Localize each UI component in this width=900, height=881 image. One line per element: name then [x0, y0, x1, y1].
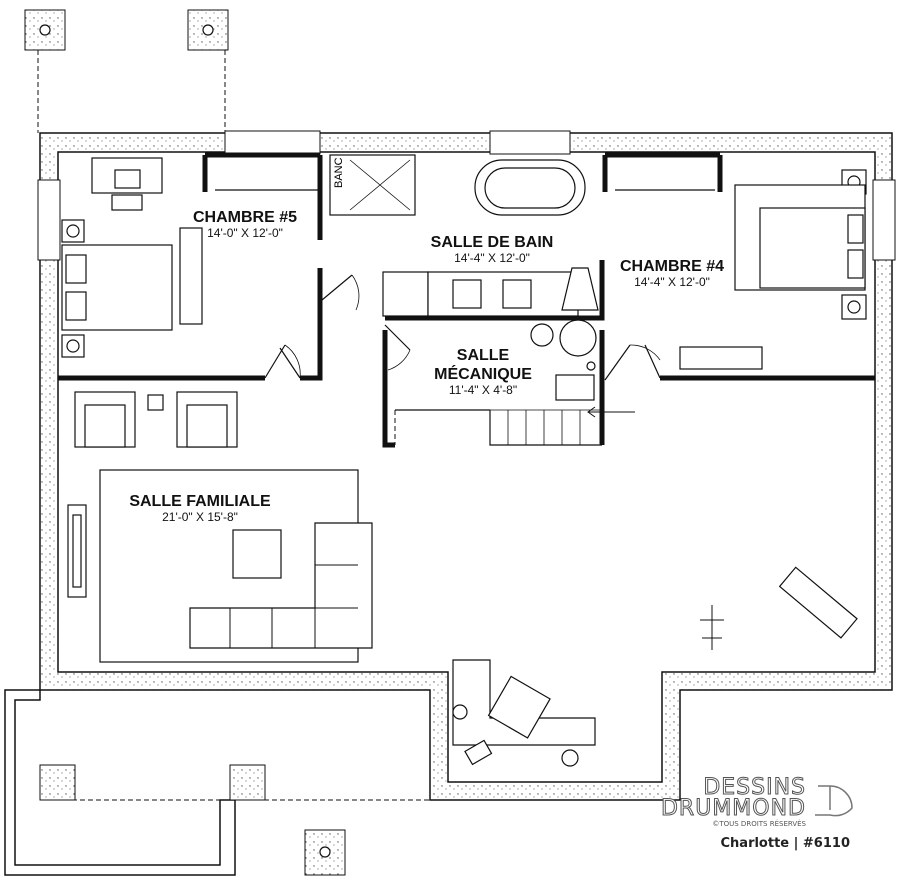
- window: [224, 130, 321, 155]
- doors: [264, 274, 661, 381]
- window: [37, 179, 61, 261]
- bin: [464, 739, 493, 766]
- mechanical-fixtures: [394, 319, 635, 446]
- chair: [111, 194, 143, 211]
- sink: [452, 279, 482, 309]
- logo-line1: DESSINS: [703, 775, 806, 800]
- column-post: [39, 764, 76, 801]
- dresser: [679, 346, 763, 370]
- column-post: [229, 764, 266, 801]
- banc-label: BANC: [333, 157, 345, 188]
- sink: [502, 279, 532, 309]
- bathroom-fixtures: BANC: [329, 154, 599, 317]
- logo-mark: [815, 785, 853, 817]
- family-room-furniture: [67, 391, 858, 767]
- window: [489, 130, 571, 155]
- bottom-terrace: [4, 689, 430, 876]
- room-labels: CHAMBRE #5 14'-0" X 12'-0" SALLE DE BAIN…: [129, 209, 724, 524]
- storage-shelf: [382, 271, 429, 317]
- salle-de-bain-name: SALLE DE BAIN: [431, 234, 554, 251]
- plant: [452, 704, 468, 720]
- top-terrace: [24, 9, 229, 133]
- copyright: ©TOUS DROITS RÉSERVÉS: [712, 819, 806, 828]
- plan-label: Charlotte | #6110: [721, 836, 851, 851]
- interior-walls: [58, 152, 875, 448]
- salle-de-bain-dims: 14'-4" X 12'-0": [454, 251, 530, 265]
- chambre5-furniture: [61, 157, 203, 358]
- chambre5-name: CHAMBRE #5: [193, 209, 297, 226]
- exercise-bike: [700, 605, 724, 650]
- dresser: [179, 227, 203, 325]
- lounge-chair: [778, 566, 858, 639]
- salle-familiale-dims: 21'-0" X 15'-8": [162, 510, 238, 524]
- stairs: [394, 406, 635, 446]
- nightstand: [841, 294, 867, 320]
- brand-logo: DESSINS DRUMMOND ©TOUS DROITS RÉSERVÉS C…: [660, 775, 853, 851]
- water-heater: [559, 319, 597, 357]
- side-table: [147, 394, 164, 411]
- water-tank: [530, 323, 554, 347]
- chambre4-furniture: [679, 169, 867, 370]
- office-chair: [487, 675, 551, 739]
- salle-mecanique-dims: 11'-4" X 4'-8": [449, 383, 517, 397]
- office-desk: [452, 659, 596, 746]
- window: [872, 179, 896, 261]
- chambre4-dims: 14'-4" X 12'-0": [634, 275, 710, 289]
- coffee-table: [232, 529, 282, 579]
- chambre4-name: CHAMBRE #4: [620, 258, 724, 275]
- salle-mecanique-name-2: MÉCANIQUE: [434, 364, 532, 383]
- panel: [555, 374, 595, 401]
- toilet: [561, 267, 599, 311]
- logo-line2: DRUMMOND: [661, 796, 806, 821]
- shower: [329, 154, 416, 216]
- chambre5-dims: 14'-0" X 12'-0": [207, 226, 283, 240]
- plant: [561, 749, 579, 767]
- salle-mecanique-name-1: SALLE: [457, 347, 510, 364]
- salle-familiale-name: SALLE FAMILIALE: [129, 493, 271, 510]
